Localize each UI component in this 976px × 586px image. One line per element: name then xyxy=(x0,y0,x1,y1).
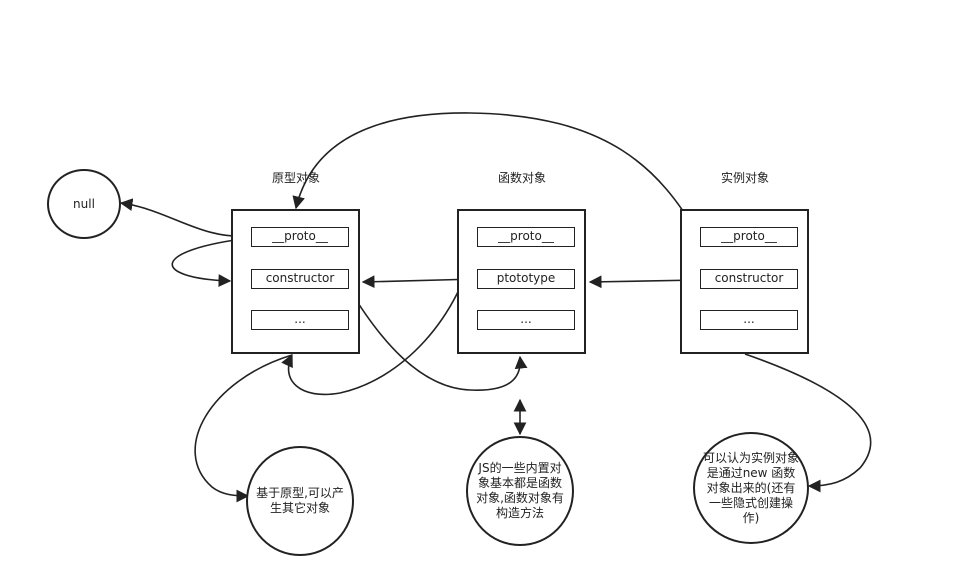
prototype-object-title: 原型对象 xyxy=(271,171,320,185)
null-node-label: null xyxy=(73,196,95,211)
instance-object-title: 实例对象 xyxy=(720,171,769,185)
prototype-constructor-slot: constructor xyxy=(251,269,349,289)
edge-instance-proto-to-prototype xyxy=(292,112,700,237)
function-ptototype-slot: ptototype xyxy=(477,269,575,289)
null-node: null xyxy=(47,169,121,239)
builtin-note-text: JS的一些内置对象基本都是函数对象,函数对象有构造方法 xyxy=(476,461,564,520)
edge-constructor-to-function xyxy=(347,286,528,391)
instance-more-slot: ... xyxy=(700,310,798,330)
edge-prototype-to-note xyxy=(194,354,293,503)
function-object-box: __proto__ ptototype ... xyxy=(457,209,586,354)
prototype-proto-slot: __proto__ xyxy=(251,227,349,247)
builtin-note-node: JS的一些内置对象基本都是函数对象,函数对象有构造方法 xyxy=(466,436,574,546)
prototype-note-text: 基于原型,可以产生其它对象 xyxy=(256,486,344,515)
instance-constructor-slot: constructor xyxy=(700,269,798,289)
function-proto-slot: __proto__ xyxy=(477,227,575,247)
function-more-slot: ... xyxy=(477,310,575,330)
function-object-title: 函数对象 xyxy=(497,171,546,185)
instance-note-text: 可以认为实例对象是通过new 函数对象出来的(还有一些隐式创建操作) xyxy=(702,450,799,525)
prototype-more-slot: ... xyxy=(251,310,349,330)
instance-object-box: __proto__ constructor ... xyxy=(680,209,809,354)
instance-proto-slot: __proto__ xyxy=(700,227,798,247)
instance-note-node: 可以认为实例对象是通过new 函数对象出来的(还有一些隐式创建操作) xyxy=(693,432,809,544)
edge-proto-loop xyxy=(171,237,251,287)
edge-function-proto-to-prototype xyxy=(281,235,478,396)
edge-instance-to-note xyxy=(744,353,872,493)
prototype-note-node: 基于原型,可以产生其它对象 xyxy=(246,446,354,556)
prototype-object-box: __proto__ constructor ... xyxy=(231,209,360,354)
